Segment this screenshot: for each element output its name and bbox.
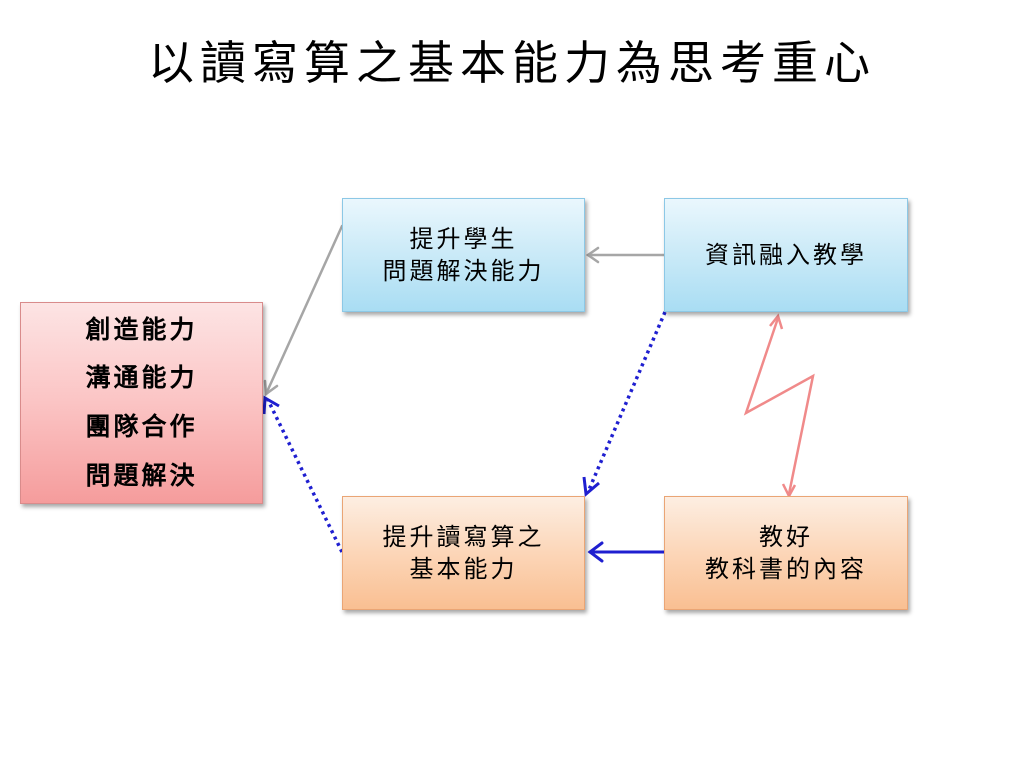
arrow-problem-solving-to-core-skills [263,224,344,397]
box-it-integration-line-1: 資訊融入教學 [705,240,867,269]
core-skill-problem-solving: 問題解決 [85,460,198,490]
core-skill-creativity: 創造能力 [85,314,198,344]
box-problem-solving: 提升學生 問題解決能力 [342,198,585,312]
box-problem-solving-line-2: 問題解決能力 [382,257,545,285]
box-textbook-line-2: 教科書的內容 [705,555,867,583]
dotted-arrow-reading-writing-to-core-skills [266,399,344,553]
box-core-skills: 創造能力 溝通能力 團隊合作 問題解決 [20,302,263,504]
box-problem-solving-line-1: 提升學生 [409,224,518,253]
arrow-it-to-problem-solving [585,246,666,264]
slide-title: 以讀寫算之基本能力為思考重心 [148,36,876,90]
core-skill-teamwork: 團隊合作 [85,412,198,441]
dotted-arrowhead-core-skills [262,395,280,415]
lightning-connector [743,313,815,499]
box-textbook: 教好 教科書的內容 [664,496,908,610]
core-skill-communication: 溝通能力 [85,363,198,393]
box-reading-writing-line-1: 提升讀寫算之 [382,522,545,551]
dotted-arrow-it-to-reading-writing [586,311,667,493]
box-reading-writing: 提升讀寫算之 基本能力 [342,496,585,610]
box-textbook-line-1: 教好 [759,522,813,551]
box-reading-writing-line-2: 基本能力 [409,555,518,583]
arrow-textbook-to-reading-writing [587,541,666,563]
dotted-arrowhead-reading-writing [582,476,600,497]
box-it-integration: 資訊融入教學 [664,198,908,312]
